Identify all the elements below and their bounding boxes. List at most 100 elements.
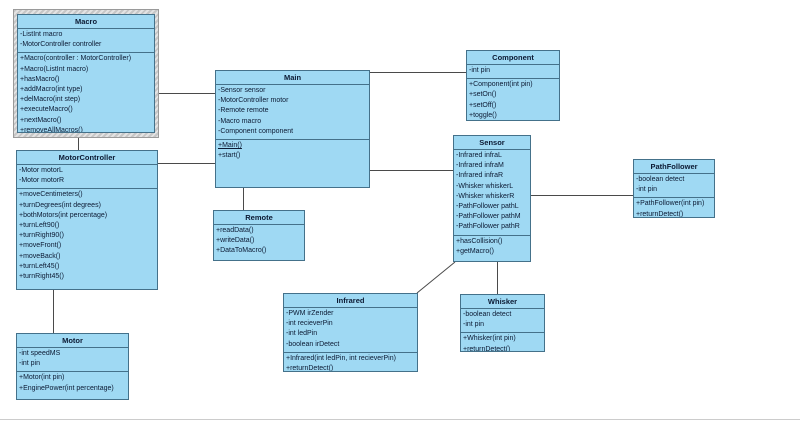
page-edge	[0, 419, 800, 420]
attribute-row: -Component component	[218, 127, 294, 135]
method-row: +returnDetect()	[636, 210, 684, 218]
method-row: +delMacro(int step)	[20, 96, 81, 104]
attribute-row: -boolean detect	[463, 311, 512, 318]
attribute-row: -PathFollower pathL	[456, 203, 519, 211]
method-row: +Macro(controller : MotorController)	[20, 55, 132, 63]
method-row: +getMacro()	[456, 247, 494, 255]
attributes-compartment: -Infrared infraL -Infrared infraM -Infrare…	[454, 150, 530, 236]
attribute-row: -Whisker whiskerL	[456, 182, 514, 190]
class-main[interactable]: Main -Sensor sensor -MotorController moto…	[215, 70, 370, 188]
attribute-row: -boolean irDetect	[286, 340, 340, 348]
attribute-row: -Sensor sensor	[218, 87, 266, 94]
attributes-compartment: -int speedMS -int pin	[17, 348, 128, 373]
class-title: Whisker	[461, 295, 544, 309]
attribute-row: -int pin	[636, 186, 658, 194]
method-row: +writeData()	[216, 237, 255, 245]
class-title: MotorController	[17, 151, 157, 165]
class-title: PathFollower	[634, 160, 714, 174]
method-row: +returnDetect()	[286, 365, 334, 372]
method-row: +Whisker(int pin)	[463, 335, 516, 343]
attributes-compartment: -boolean detect -int pin	[461, 309, 544, 334]
attribute-row: -int pin	[469, 67, 491, 74]
class-title: Infrared	[284, 294, 417, 308]
class-title: Motor	[17, 334, 128, 348]
class-pathfollower[interactable]: PathFollower -boolean detect -int pin +Pa…	[633, 159, 715, 218]
method-row: +Infrared(int ledPin, int recieverPin)	[286, 354, 396, 362]
attribute-row: -Remote remote	[218, 107, 269, 115]
method-row: +Component(int pin)	[469, 81, 533, 89]
class-title: Main	[216, 71, 369, 85]
attribute-row: -int speedMS	[19, 350, 61, 357]
method-row: +EnginePower(int percentage)	[19, 384, 114, 392]
method-row: +hasCollision()	[456, 237, 503, 245]
attribute-row: -PathFollower pathM	[456, 213, 521, 221]
method-row: +moveFront()	[19, 242, 62, 250]
method-row: +Motor(int pin)	[19, 374, 65, 382]
class-sensor[interactable]: Sensor -Infrared infraL-Infrared infraM-…	[453, 135, 531, 262]
connector-main-component[interactable]	[370, 72, 466, 73]
method-row: +removeAllMacros()	[20, 126, 83, 133]
attribute-row: -Whisker whiskerR	[456, 192, 515, 200]
methods-compartment: +Main()+start()	[216, 140, 369, 187]
connector-motorcontroller-motor[interactable]	[53, 289, 54, 333]
method-row: +nextMacro()	[20, 116, 62, 124]
connector-main-sensor[interactable]	[370, 170, 453, 171]
connector-sensor-infrared[interactable]	[412, 259, 460, 297]
method-row: +setOn()	[469, 91, 497, 99]
class-whisker[interactable]: Whisker -boolean detect -int pin +Whisker…	[460, 294, 545, 352]
attribute-row: -int pin	[463, 321, 485, 329]
connector-sensor-pathfollower[interactable]	[531, 195, 633, 196]
method-row: +readData()	[216, 227, 254, 234]
connector-macro-main[interactable]	[155, 93, 215, 94]
method-row: +moveBack()	[19, 252, 61, 260]
method-row: +turnRight90()	[19, 232, 64, 240]
attribute-row: -MotorController controller	[20, 41, 102, 49]
attribute-row: -Infrared infraL	[456, 152, 502, 159]
class-motorcontroller[interactable]: MotorController -Motor motorL-Motor moto…	[16, 150, 158, 290]
attributes-compartment: -Sensor sensor -MotorController motor -Rem…	[216, 85, 369, 141]
class-title: Component	[467, 51, 559, 65]
method-row: +addMacro(int type)	[20, 86, 83, 94]
connector-main-remote[interactable]	[243, 187, 244, 210]
method-row: +Macro(ListInt macro)	[20, 65, 89, 73]
method-row: +hasMacro()	[20, 75, 60, 83]
methods-compartment: +Motor(int pin) +EnginePower(int percenta…	[17, 372, 128, 399]
method-row: +returnDetect()	[463, 345, 511, 352]
connector-motorcontroller-main[interactable]	[158, 163, 215, 164]
method-row: +executeMacro()	[20, 106, 73, 114]
class-title: Sensor	[454, 136, 530, 150]
methods-compartment: +Macro(controller : MotorController) +Mac…	[18, 53, 154, 133]
attribute-row: -Infrared infraM	[456, 162, 504, 170]
methods-compartment: +readData()+writeData()+DataToMacro()	[214, 225, 304, 260]
attribute-row: -MotorController motor	[218, 97, 289, 105]
class-motor[interactable]: Motor -int speedMS -int pin +Motor(int pi…	[16, 333, 129, 400]
methods-compartment: +Infrared(int ledPin, int recieverPin) +r…	[284, 353, 417, 372]
methods-compartment: +hasCollision() +getMacro()	[454, 236, 530, 261]
method-row: +PathFollower(int pin)	[636, 200, 705, 208]
method-row: +turnDegrees(int degrees)	[19, 201, 101, 209]
method-row: +Main()	[218, 142, 242, 150]
class-title: Remote	[214, 211, 304, 225]
connector-sensor-whisker[interactable]	[497, 261, 498, 294]
class-macro[interactable]: Macro -ListInt macro-MotorController con…	[17, 14, 155, 133]
attribute-row: -int pin	[19, 360, 41, 368]
attribute-row: -Motor motorL	[19, 167, 63, 174]
attribute-row: -int ledPin	[286, 330, 318, 338]
attribute-row: -Infrared infraR	[456, 172, 504, 180]
methods-compartment: +Component(int pin)+setOn()+setOff()+tog…	[467, 79, 559, 120]
attributes-compartment: -boolean detect -int pin	[634, 174, 714, 199]
class-component[interactable]: Component -int pin +Component(int pin) +s…	[466, 50, 560, 121]
class-remote[interactable]: Remote +readData()+writeData()+DataToMac…	[213, 210, 305, 261]
method-row: +turnLeft45()	[19, 262, 60, 270]
methods-compartment: +Whisker(int pin) +returnDetect()	[461, 333, 544, 352]
attribute-row: -ListInt macro	[20, 31, 63, 38]
connector-macro-motorcontroller[interactable]	[78, 133, 79, 150]
class-infrared[interactable]: Infrared -PWM irZender-int recieverPin-i…	[283, 293, 418, 372]
methods-compartment: +moveCentimeters()+turnDegrees(int degre…	[17, 189, 157, 289]
method-row: +turnLeft90()	[19, 222, 60, 230]
attribute-row: -boolean detect	[636, 176, 685, 183]
attribute-row: -PathFollower pathR	[456, 223, 520, 231]
attributes-compartment: -PWM irZender-int recieverPin-int ledPin…	[284, 308, 417, 353]
method-row: +toggle()	[469, 111, 497, 119]
